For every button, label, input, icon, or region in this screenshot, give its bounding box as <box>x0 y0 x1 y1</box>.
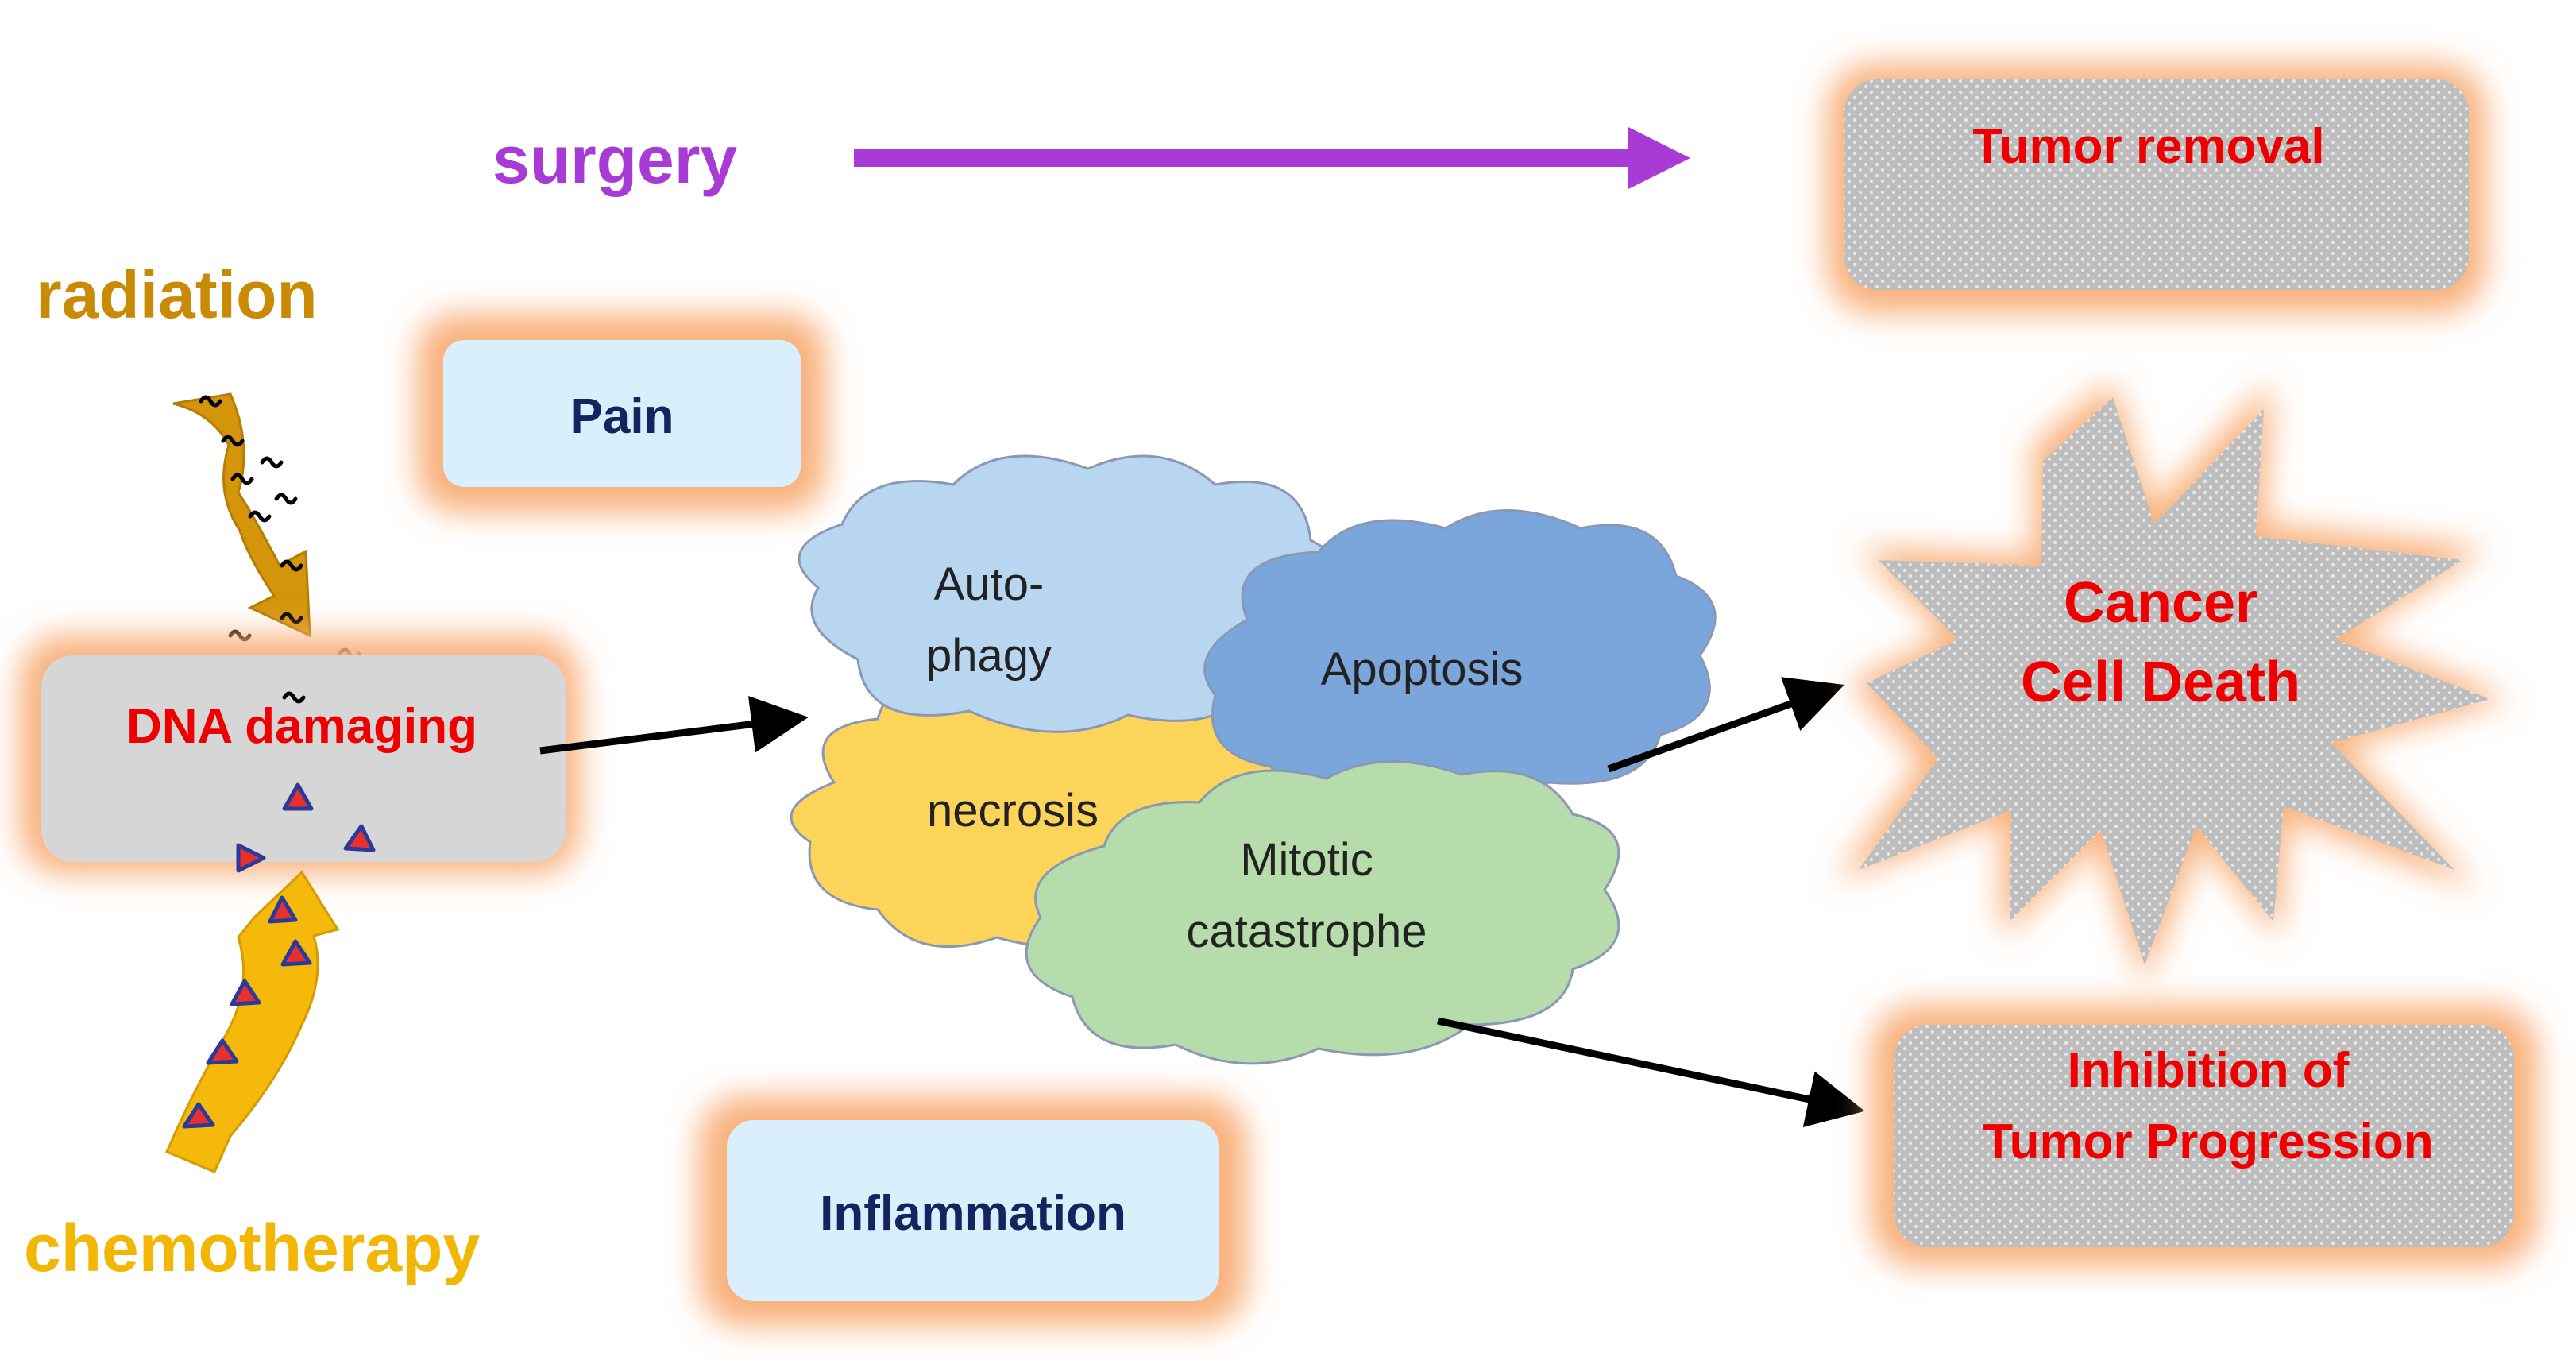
inhibition-box: Inhibition of Tumor Progression <box>1871 1005 2538 1267</box>
tumor-removal-box: Tumor removal <box>1827 64 2486 314</box>
pain-box: Pain <box>417 314 826 512</box>
mitotic-catastrophe-cloud: Mitotic catastrophe <box>1025 760 1620 1065</box>
dna-to-mechanisms-arrow <box>539 695 809 755</box>
dna-damaging-box: DNA damaging <box>20 636 580 874</box>
pain-label: Pain <box>570 389 674 444</box>
inhibition-line1: Inhibition of <box>2068 1043 2350 1098</box>
apoptosis-label: Apoptosis <box>1321 643 1524 695</box>
chemotherapy-triangles <box>182 895 312 1129</box>
cancer-cell-death-line2: Cell Death <box>2021 651 2300 714</box>
radiation-label: radiation <box>36 257 318 332</box>
necrosis-label: necrosis <box>927 785 1099 836</box>
cancer-cell-death-line1: Cancer <box>2064 571 2257 635</box>
chemotherapy-label: chemotherapy <box>24 1211 480 1285</box>
inflammation-label: Inflammation <box>820 1186 1126 1241</box>
mitotic-line1: Mitotic <box>1240 834 1373 886</box>
dna-damaging-label: DNA damaging <box>126 699 477 754</box>
radiation-arrow <box>172 392 311 638</box>
apoptosis-cloud: Apoptosis <box>1203 509 1717 811</box>
tumor-removal-label: Tumor removal <box>1972 119 2324 174</box>
inflammation-box: Inflammation <box>699 1096 1247 1327</box>
to-inhibition-arrow <box>1437 1017 1865 1128</box>
dna-squiggles <box>282 691 306 704</box>
to-cell-death-arrow <box>1607 677 1844 773</box>
inhibition-line2: Tumor Progression <box>1983 1115 2433 1169</box>
cancer-cell-death-burst: Cancer Cell Death <box>1835 381 2510 985</box>
autophagy-line2: phagy <box>926 630 1052 682</box>
autophagy-line1: Auto- <box>934 558 1045 610</box>
surgery-arrow <box>854 127 1690 189</box>
surgery-label: surgery <box>492 122 737 197</box>
drug-triangles <box>236 782 376 873</box>
mitotic-line2: catastrophe <box>1186 906 1427 957</box>
